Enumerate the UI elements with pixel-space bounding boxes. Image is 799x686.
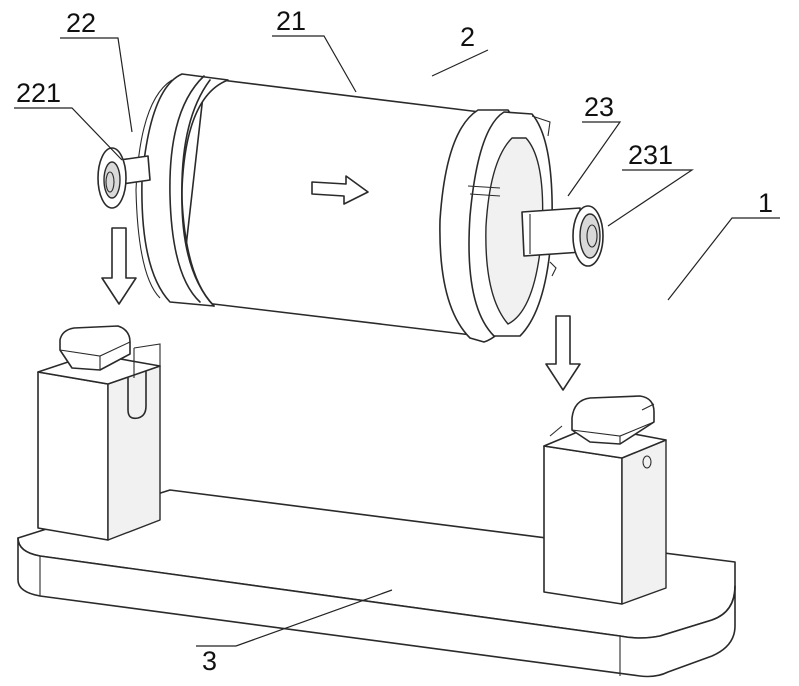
label-221: 221	[16, 78, 61, 108]
right-shaft	[521, 205, 604, 267]
label-22: 22	[66, 8, 96, 38]
left-down-arrow	[101, 227, 137, 305]
base-plate	[17, 489, 736, 678]
drum-assembly	[97, 73, 604, 343]
drum-direction-arrow	[311, 175, 369, 205]
label-231: 231	[628, 140, 673, 170]
label-2: 2	[460, 22, 475, 52]
right-down-arrow	[545, 315, 581, 391]
label-21: 21	[276, 6, 306, 36]
label-3: 3	[202, 646, 217, 676]
reference-labels: 22 21 2 221 23 231 1 3	[16, 6, 773, 676]
leader-lines	[14, 35, 780, 647]
left-support-block	[37, 325, 161, 541]
label-23: 23	[584, 92, 614, 122]
label-1: 1	[758, 188, 773, 218]
right-support-block	[543, 395, 667, 605]
left-shaft	[97, 147, 151, 209]
